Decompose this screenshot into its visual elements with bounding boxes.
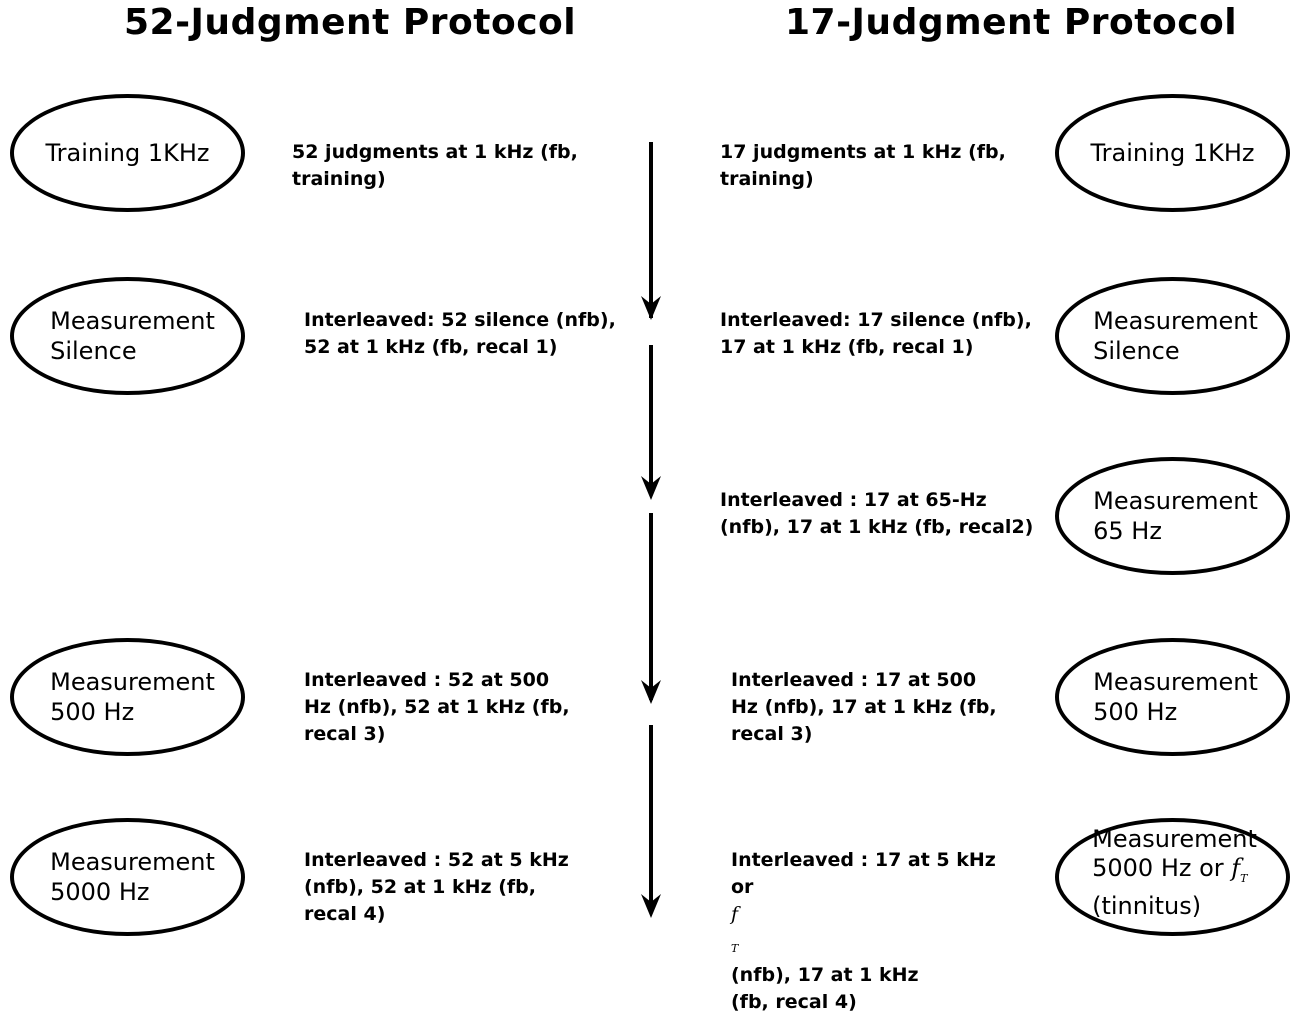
desc-line: Interleaved : 52 at 5 kHz (304, 849, 569, 871)
desc-line: Interleaved : 17 at 500 (731, 669, 977, 691)
desc-line: (fb, recal 4) (731, 990, 857, 1013)
desc-line: (nfb), 17 at 1 kHz (fb, recal2) (720, 516, 1034, 538)
f-symbol: f (1231, 853, 1241, 882)
right-oval-measurement-silence: Measurement Silence (1055, 277, 1290, 395)
desc-line: Interleaved: 52 silence (nfb), (304, 309, 616, 331)
desc-line: recal 3) (731, 723, 813, 745)
oval-label-line: 65 Hz (1093, 517, 1162, 545)
right-oval-measurement-65hz: Measurement 65 Hz (1055, 457, 1290, 575)
oval-label-line: 5000 Hz or fT (1092, 854, 1257, 893)
right-oval-training: Training 1KHz (1055, 94, 1290, 212)
desc-line: 52 judgments at 1 kHz (fb, (292, 141, 578, 163)
left-desc-5000hz: Interleaved : 52 at 5 kHz (nfb), 52 at 1… (304, 847, 569, 928)
arrow-head-3 (641, 680, 661, 704)
oval-label-line: 500 Hz (50, 698, 135, 726)
oval-label-line: Silence (1093, 337, 1180, 365)
desc-line: recal 3) (304, 723, 386, 745)
left-oval-measurement-500hz: Measurement 500 Hz (10, 638, 245, 756)
title-17-judgment-protocol: 17-Judgment Protocol (785, 2, 1238, 43)
f-symbol: f (731, 903, 739, 925)
desc-line: 17 judgments at 1 kHz (fb, (720, 141, 1006, 163)
oval-label-line: Measurement (50, 307, 215, 335)
desc-line: Interleaved: 17 silence (nfb), (720, 309, 1032, 331)
t-subscript: T (731, 941, 739, 955)
oval-label-line: Measurement (1093, 307, 1258, 335)
desc-line: Hz (nfb), 52 at 1 kHz (fb, (304, 696, 570, 718)
right-desc-silence: Interleaved: 17 silence (nfb), 17 at 1 k… (720, 307, 1032, 361)
right-desc-65hz: Interleaved : 17 at 65-Hz (nfb), 17 at 1… (720, 487, 1033, 541)
desc-line: Interleaved : 17 at 65-Hz (720, 489, 987, 511)
desc-line: 52 at 1 kHz (fb, recal 1) (304, 336, 558, 358)
desc-line: (nfb), 52 at 1 kHz (fb, (304, 876, 536, 898)
left-desc-training: 52 judgments at 1 kHz (fb, training) (292, 139, 578, 193)
oval-label: Training 1KHz (1090, 139, 1255, 167)
right-desc-500hz: Interleaved : 17 at 500 Hz (nfb), 17 at … (731, 667, 997, 748)
desc-line: recal 4) (304, 903, 386, 925)
arrow-head-2 (641, 476, 661, 500)
desc-line: Hz (nfb), 17 at 1 kHz (fb, (731, 696, 997, 718)
oval-label-line: Silence (50, 337, 137, 365)
desc-line: Interleaved : 17 at 5 kHz (731, 849, 996, 871)
right-oval-measurement-5000hz-or-ft: Measurement 5000 Hz or fT (tinnitus) (1055, 818, 1290, 936)
left-oval-measurement-silence: Measurement Silence (10, 277, 245, 395)
arrow-head-1 (641, 296, 661, 320)
right-desc-training: 17 judgments at 1 kHz (fb, training) (720, 139, 1006, 193)
desc-line-part: (nfb), 17 at 1 kHz (731, 963, 919, 986)
oval-label-line: 500 Hz (1093, 698, 1178, 726)
arrow-head-4 (641, 894, 661, 918)
left-desc-silence: Interleaved: 52 silence (nfb), 52 at 1 k… (304, 307, 616, 361)
desc-line: training) (720, 168, 814, 190)
left-oval-measurement-5000hz: Measurement 5000 Hz (10, 818, 245, 936)
title-52-judgment-protocol: 52-Judgment Protocol (124, 2, 577, 43)
desc-line: 17 at 1 kHz (fb, recal 1) (720, 336, 974, 358)
oval-label-line: Measurement (1093, 668, 1258, 696)
oval-label-part: 5000 Hz or (1092, 853, 1224, 882)
desc-line: training) (292, 168, 386, 190)
timeline-arrows (641, 142, 661, 918)
oval-label-line: Measurement (50, 848, 215, 876)
desc-line: Interleaved : 52 at 500 (304, 669, 550, 691)
t-subscript: T (1240, 871, 1248, 885)
f-t-symbol: fT (1231, 853, 1248, 885)
oval-label-line: 5000 Hz (50, 878, 150, 906)
oval-label-line: (tinnitus) (1092, 892, 1202, 921)
right-oval-measurement-500hz: Measurement 500 Hz (1055, 638, 1290, 756)
oval-label: Training 1KHz (45, 139, 210, 167)
left-oval-training: Training 1KHz (10, 94, 245, 212)
left-desc-500hz: Interleaved : 52 at 500 Hz (nfb), 52 at … (304, 667, 570, 748)
oval-label-line: Measurement (50, 668, 215, 696)
oval-label-line: Measurement (1093, 487, 1258, 515)
oval-label-line: Measurement (1092, 824, 1257, 853)
